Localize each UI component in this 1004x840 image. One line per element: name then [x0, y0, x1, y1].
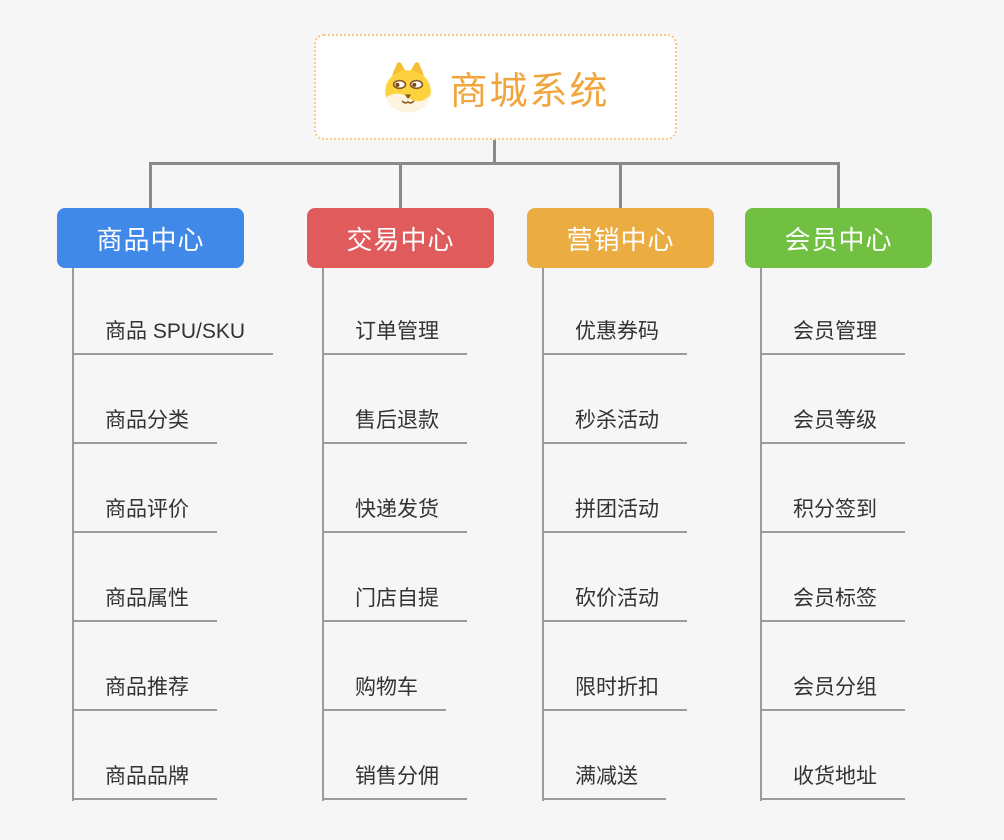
branch-node-2[interactable]: 营销中心: [527, 208, 714, 268]
child-node[interactable]: 满减送: [542, 754, 666, 800]
connector-line: [492, 140, 496, 165]
child-node[interactable]: 门店自提: [322, 576, 467, 622]
connector-line: [149, 162, 152, 208]
child-node[interactable]: 快递发货: [322, 487, 467, 533]
child-node[interactable]: 拼团活动: [542, 487, 687, 533]
branch-trunk-line: [542, 268, 544, 801]
branch-trunk-line: [322, 268, 324, 801]
child-node[interactable]: 订单管理: [322, 309, 467, 355]
child-node[interactable]: 商品分类: [72, 398, 217, 444]
child-node[interactable]: 售后退款: [322, 398, 467, 444]
connector-line: [837, 162, 840, 208]
connector-line: [149, 162, 840, 165]
branch-node-1[interactable]: 交易中心: [307, 208, 494, 268]
child-node[interactable]: 积分签到: [760, 487, 905, 533]
child-node[interactable]: 会员管理: [760, 309, 905, 355]
child-node[interactable]: 销售分佣: [322, 754, 467, 800]
child-node[interactable]: 商品推荐: [72, 665, 217, 711]
connector-line: [399, 162, 402, 208]
branch-trunk-line: [760, 268, 762, 801]
child-node[interactable]: 会员标签: [760, 576, 905, 622]
child-node[interactable]: 限时折扣: [542, 665, 687, 711]
branch-node-0[interactable]: 商品中心: [57, 208, 244, 268]
child-node[interactable]: 优惠券码: [542, 309, 687, 355]
branch-trunk-line: [72, 268, 74, 801]
root-title: 商城系统: [449, 70, 610, 113]
child-node[interactable]: 商品评价: [72, 487, 217, 533]
connector-line: [619, 162, 622, 208]
child-node[interactable]: 商品品牌: [72, 754, 217, 800]
child-node[interactable]: 会员分组: [760, 665, 905, 711]
root-node[interactable]: 商城系统: [314, 34, 677, 140]
child-node[interactable]: 收货地址: [760, 754, 905, 800]
child-node[interactable]: 秒杀活动: [542, 398, 687, 444]
child-node[interactable]: 商品 SPU/SKU: [72, 309, 274, 355]
branch-node-3[interactable]: 会员中心: [745, 208, 932, 268]
child-node[interactable]: 砍价活动: [542, 576, 687, 622]
child-node[interactable]: 购物车: [322, 665, 446, 711]
child-node[interactable]: 会员等级: [760, 398, 905, 444]
child-node[interactable]: 商品属性: [72, 576, 217, 622]
dog-icon: [385, 62, 432, 113]
